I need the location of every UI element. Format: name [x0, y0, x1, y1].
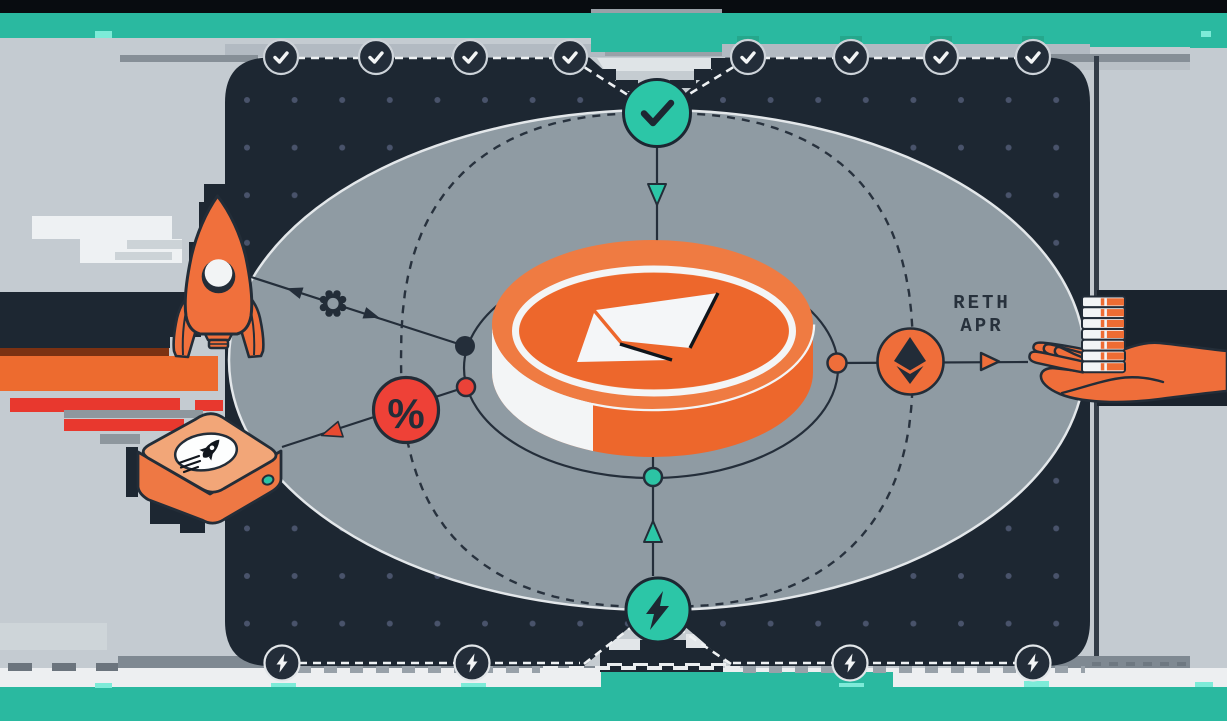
svg-text:RETH: RETH: [953, 292, 1011, 314]
svg-text:%: %: [387, 390, 424, 437]
svg-text:APR: APR: [960, 315, 1003, 337]
